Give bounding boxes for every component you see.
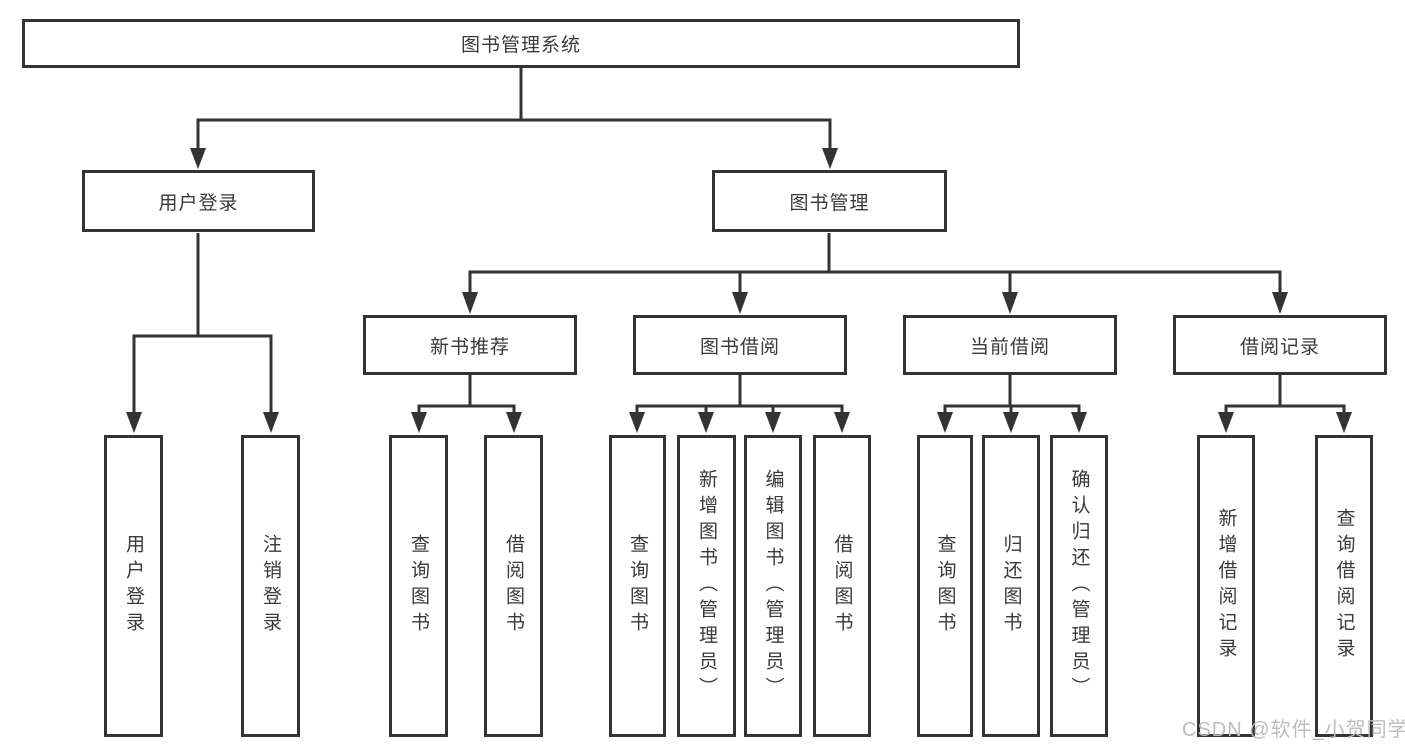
connector-root-to-level1 (190, 68, 838, 169)
node-user-login: 用户登录 (82, 170, 315, 232)
leaf-query-books-current: 查询图书 (917, 435, 973, 737)
connector-book-borrow-children (629, 375, 850, 433)
leaf-user-login: 用户登录 (104, 435, 163, 737)
connector-current-borrow-children (937, 375, 1087, 433)
node-book-borrow: 图书借阅 (633, 315, 847, 375)
node-borrow-records: 借阅记录 (1173, 315, 1387, 375)
leaf-query-books-recommend: 查询图书 (389, 435, 448, 737)
csdn-watermark: CSDN @软件_小贺同学 (1182, 719, 1405, 741)
leaf-logout: 注销登录 (241, 435, 300, 737)
leaf-add-books-admin: 新增图书（管理员） (677, 435, 736, 737)
connector-book-mgmt-children (462, 233, 1288, 314)
node-library-management-system: 图书管理系统 (22, 19, 1020, 68)
connector-new-book-children (411, 375, 522, 433)
leaf-query-borrow-record: 查询借阅记录 (1315, 435, 1373, 737)
node-book-management: 图书管理 (712, 170, 947, 232)
node-new-book-recommend: 新书推荐 (363, 315, 577, 375)
leaf-borrow-books-recommend: 借阅图书 (484, 435, 543, 737)
connector-user-login-children (126, 233, 279, 433)
leaf-borrow-books: 借阅图书 (813, 435, 871, 737)
node-current-borrow: 当前借阅 (903, 315, 1117, 375)
leaf-add-borrow-record: 新增借阅记录 (1197, 435, 1255, 737)
connector-borrow-record-children (1218, 375, 1352, 433)
leaf-edit-books-admin: 编辑图书（管理员） (744, 435, 802, 737)
leaf-query-books-borrow: 查询图书 (609, 435, 666, 737)
leaf-return-books: 归还图书 (982, 435, 1040, 737)
leaf-confirm-return-admin: 确认归还（管理员） (1050, 435, 1108, 737)
